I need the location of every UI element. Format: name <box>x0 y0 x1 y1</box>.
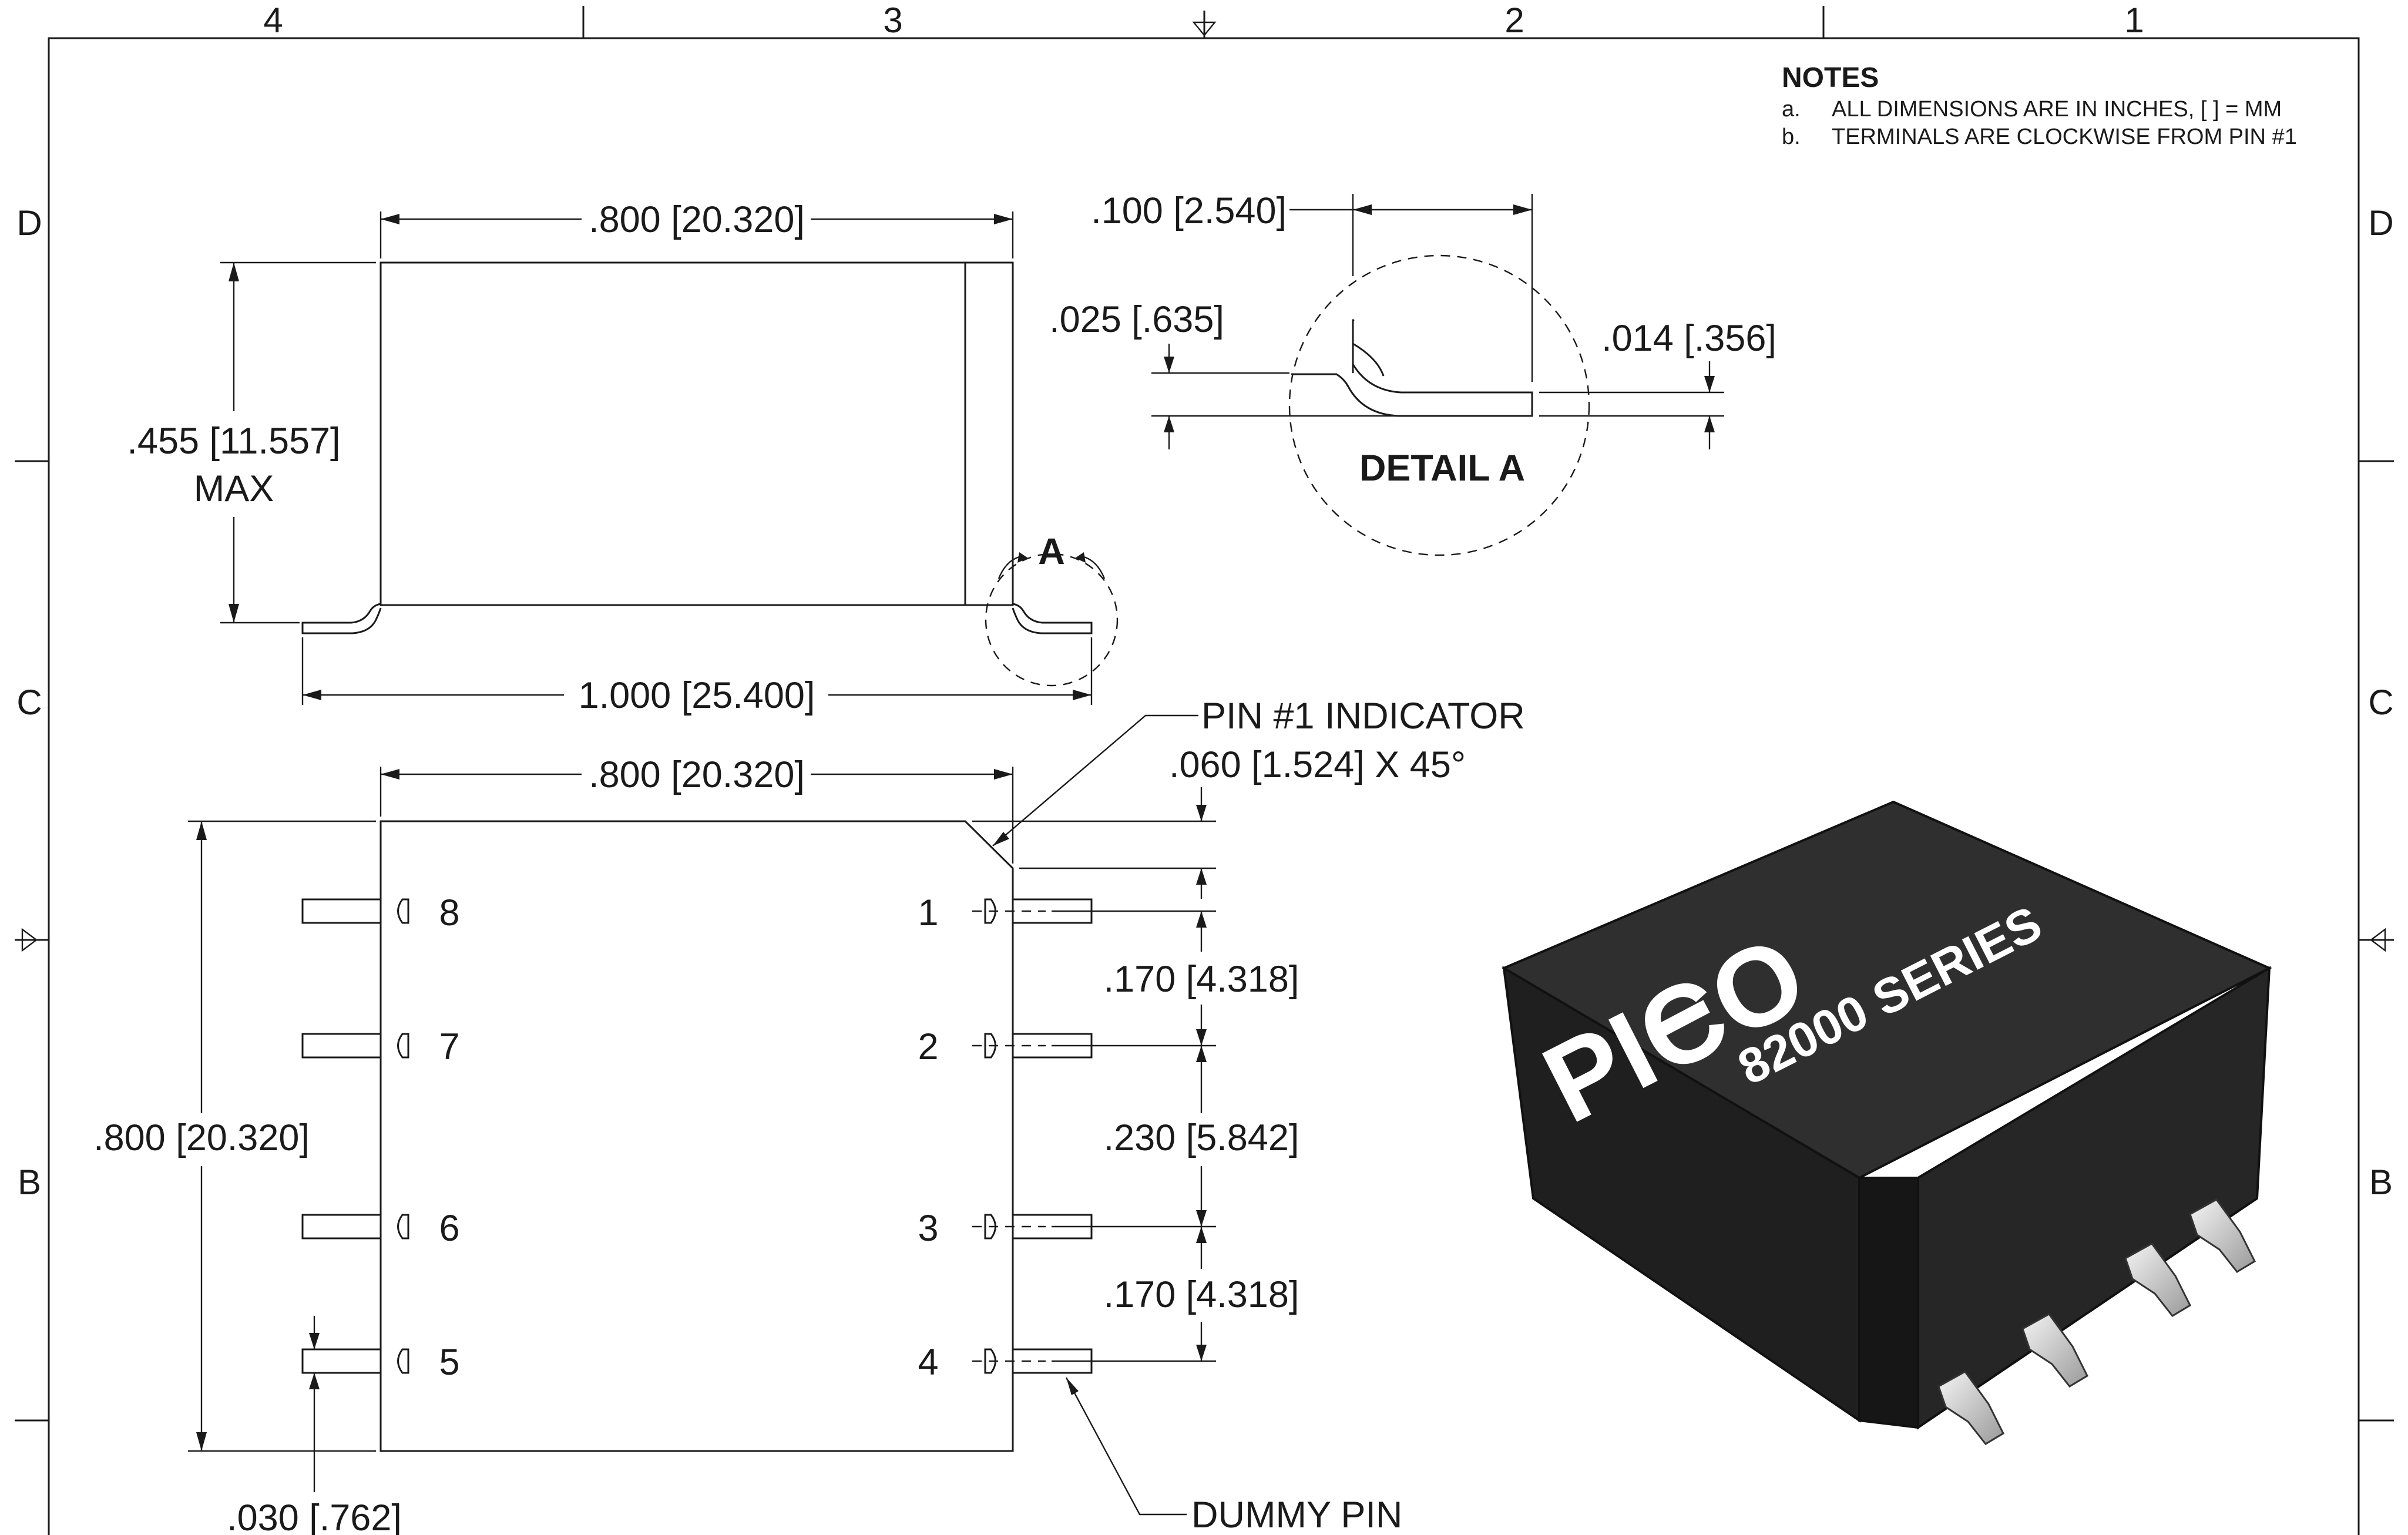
pin-5-label: 5 <box>439 1342 459 1383</box>
pitch-1-label: .170 [4.318] <box>1104 959 1299 1000</box>
pin-7-label: 7 <box>439 1026 459 1067</box>
top-height-label: .800 [20.320] <box>93 1117 310 1158</box>
pin-6-label: 6 <box>439 1208 459 1249</box>
pin-3-label: 3 <box>918 1208 938 1249</box>
component-3d-render: PICO 82000 SERIES <box>1501 800 2272 1445</box>
notes-block: NOTES a. ALL DIMENSIONS ARE IN INCHES, [… <box>1782 62 2297 149</box>
pin-width-label: .030 [.762] <box>227 1497 402 1535</box>
side-height-label: .455 [11.557] <box>127 421 340 462</box>
side-overall-label: 1.000 [25.400] <box>579 675 815 716</box>
zone-row-d-right: D <box>2368 203 2393 243</box>
detail-callout-letter: A <box>1038 531 1065 572</box>
pins-3d <box>1937 1198 2256 1445</box>
pin-1-label: 1 <box>918 892 938 933</box>
note-a-text: ALL DIMENSIONS ARE IN INCHES, [ ] = MM <box>1832 97 2282 122</box>
notes-title: NOTES <box>1782 62 1879 93</box>
side-width-label: .800 [20.320] <box>589 199 805 240</box>
side-view: A .800 [20.320] .455 [11.557] MAX 1.000 … <box>127 199 1119 716</box>
note-b-letter: b. <box>1782 125 1801 149</box>
top-width-label: .800 [20.320] <box>589 754 805 795</box>
pitch-3-label: .170 [4.318] <box>1104 1274 1299 1315</box>
zone-labels: 4 3 2 1 D C B D C B <box>16 1 2393 1202</box>
body-chamfer-face <box>1858 1177 1919 1429</box>
top-view: 8 7 6 5 1 2 3 4 .800 [20.320] .800 [20.3… <box>93 696 1525 1535</box>
note-a-letter: a. <box>1782 97 1801 122</box>
zone-col-2: 2 <box>1504 1 1524 40</box>
body-right-face <box>1917 966 2271 1430</box>
zone-col-4: 4 <box>263 1 283 40</box>
right-pins <box>972 898 1093 1374</box>
side-height-max-label: MAX <box>194 468 274 509</box>
chamfer-label: .060 [1.524] X 45° <box>1169 744 1466 785</box>
detail-a-title: DETAIL A <box>1359 448 1525 489</box>
zone-row-c-left: C <box>16 683 42 722</box>
note-b-text: TERMINALS ARE CLOCKWISE FROM PIN #1 <box>1832 125 2297 149</box>
zone-row-b-right: B <box>2369 1163 2393 1202</box>
detail-standoff-label: .025 [.635] <box>1049 299 1224 340</box>
detail-a-view: .100 [2.540] .025 [.635] .014 [.356] DET… <box>1049 190 1776 556</box>
detail-lead-length-label: .100 [2.540] <box>1091 190 1287 231</box>
zone-row-b-left: B <box>18 1163 41 1202</box>
dummy-pin-label: DUMMY PIN <box>1191 1494 1402 1535</box>
sheet-border <box>15 6 2394 1535</box>
pin-4-label: 4 <box>918 1342 938 1383</box>
zone-row-c-right: C <box>2368 683 2393 722</box>
pin1-indicator-label: PIN #1 INDICATOR <box>1201 696 1525 737</box>
pitch-2-label: .230 [5.842] <box>1104 1117 1299 1158</box>
zone-col-3: 3 <box>883 1 902 40</box>
detail-a-callout-circle <box>985 553 1119 687</box>
pin-8-label: 8 <box>439 892 459 933</box>
zone-col-1: 1 <box>2124 1 2144 40</box>
zone-row-d-left: D <box>16 203 42 243</box>
pin-2-label: 2 <box>918 1026 938 1067</box>
left-pins <box>301 898 409 1374</box>
detail-thickness-label: .014 [.356] <box>1601 318 1776 359</box>
